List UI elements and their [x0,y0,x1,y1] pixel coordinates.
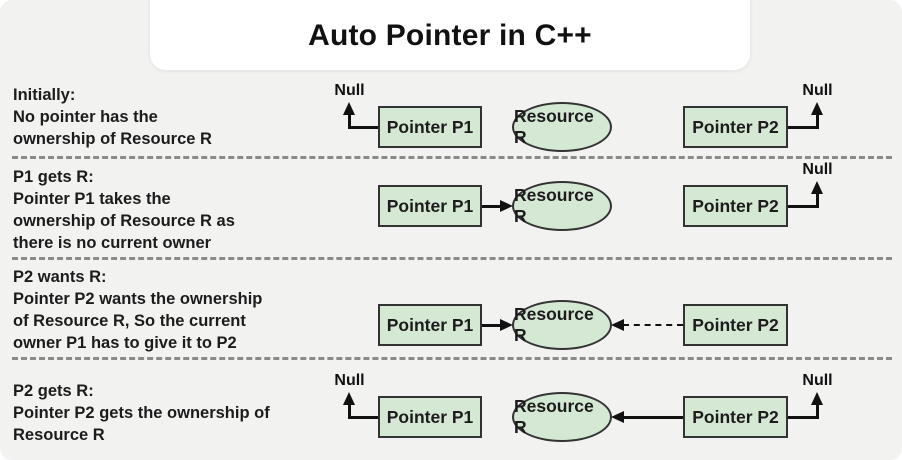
resource-r-ellipse: Resource R [512,181,612,231]
pointer-p1-box: Pointer P1 [378,304,482,346]
null-label: Null [334,82,365,99]
resource-r-ellipse: Resource R [512,102,612,152]
row-divider [12,156,892,159]
row-3-heading: P2 wants R: [13,268,107,286]
p2-to-resource-arrow-line-dashed [623,323,683,326]
p2-to-resource-arrow-line-solid [623,415,683,419]
row-3-description-line: owner P1 has to give it to P2 [13,334,237,352]
p2-null-elbow-line [788,415,819,419]
row-1-description-line: No pointer has the [13,108,158,126]
null-label: Null [334,372,365,389]
arrow-up-icon [343,102,355,115]
p2-null-vertical-line [816,404,819,417]
arrow-up-icon [811,392,823,405]
p2-null-elbow-line [788,125,819,129]
arrow-right-icon [500,319,513,331]
p2-null-elbow-line [788,204,819,208]
null-label: Null [802,82,833,99]
row-2-text-block: P1 gets R: Pointer P1 takes the ownership … [13,166,235,254]
pointer-p1-box: Pointer P1 [378,396,482,438]
row-1-heading: Initially: [13,86,76,104]
title-card: Auto Pointer in C++ [150,0,750,70]
row-4-text-block: P2 gets R: Pointer P2 gets the ownership … [13,380,270,446]
pointer-p1-box: Pointer P1 [378,185,482,227]
pointer-p2-box: Pointer P2 [683,185,788,227]
row-divider [12,357,892,360]
row-2-description-line: ownership of Resource R as [13,212,235,230]
row-4-heading: P2 gets R: [13,382,94,400]
row-2-description-line: Pointer P1 takes the [13,190,171,208]
arrow-up-icon [811,102,823,115]
row-2-heading: P1 gets R: [13,168,94,186]
p1-null-vertical-line [348,114,351,127]
row-divider [12,257,892,260]
pointer-p1-box: Pointer P1 [378,106,482,148]
row-4-description-line: Pointer P2 gets the ownership of [13,404,270,422]
arrow-left-icon [611,319,624,331]
arrow-right-icon [500,200,513,212]
null-label: Null [802,372,833,389]
resource-r-ellipse: Resource R [512,300,612,350]
p1-to-resource-arrow-line [482,323,500,327]
p2-null-vertical-line [816,114,819,127]
pointer-p2-box: Pointer P2 [683,396,788,438]
arrow-up-icon [811,181,823,194]
p1-null-elbow-line [348,125,378,129]
p1-to-resource-arrow-line [482,204,500,208]
row-1-description-line: ownership of Resource R [13,130,212,148]
pointer-p2-box: Pointer P2 [683,304,788,346]
pointer-p2-box: Pointer P2 [683,106,788,148]
row-4-description-line: Resource R [13,426,105,444]
arrow-up-icon [343,392,355,405]
null-label: Null [802,161,833,178]
arrow-left-icon [611,411,624,423]
p2-null-vertical-line [816,193,819,206]
page-title: Auto Pointer in C++ [308,19,592,52]
row-3-text-block: P2 wants R: Pointer P2 wants the ownershi… [13,266,262,354]
row-3-description-line: Pointer P2 wants the ownership [13,290,263,308]
resource-r-ellipse: Resource R [512,392,612,442]
row-1-text-block: Initially: No pointer has the ownership of… [13,84,212,150]
row-3-description-line: of Resource R, So the current [13,312,246,330]
row-2-description-line: there is no current owner [13,234,212,252]
p1-null-elbow-line [348,415,378,419]
p1-null-vertical-line [348,404,351,417]
